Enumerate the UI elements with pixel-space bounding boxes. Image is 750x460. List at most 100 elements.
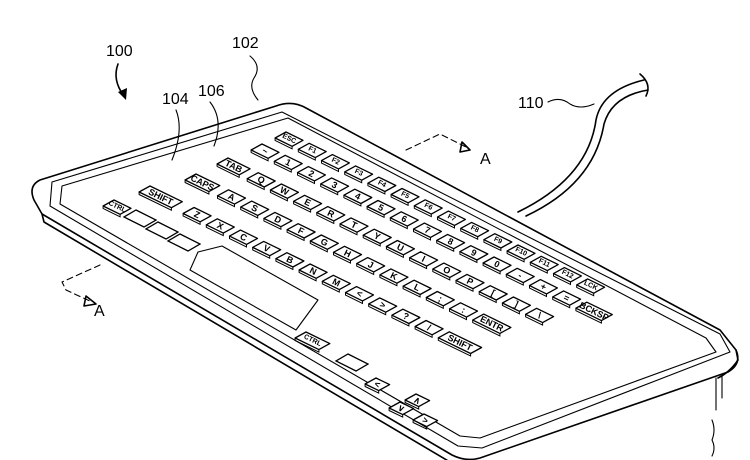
key-sym: ; (425, 290, 455, 310)
ref-110: 110 (518, 95, 544, 112)
ref-106: 106 (198, 83, 225, 100)
key-label: U (395, 242, 405, 254)
key-label: > (378, 299, 387, 310)
key-label: P (465, 276, 475, 288)
key-label: C (238, 231, 249, 243)
key-label: F3 (353, 168, 364, 178)
key-label: F8 (469, 225, 480, 235)
touchpad-area (189, 245, 319, 331)
key-w: W (269, 183, 300, 202)
key-sym: [ (478, 285, 508, 304)
key-label: 5 (377, 202, 386, 213)
section-arrow-upper (405, 133, 469, 151)
key-9: 9 (459, 245, 489, 264)
key-label: CAPS (189, 173, 216, 193)
key-label: Z (192, 209, 202, 221)
key-label: X (215, 220, 225, 232)
key-sym: ] (501, 296, 532, 315)
blank-key (334, 353, 370, 372)
key-label: 9 (469, 247, 478, 258)
keyboard-keys: ESCF1F2F3F4F5F6F7F8F9F10F11F12LCK~123456… (102, 131, 613, 430)
key-label: \ (536, 310, 543, 320)
key-4: 4 (343, 188, 373, 207)
key-bcksp: BCKSP (575, 300, 613, 324)
key-label: Q (256, 174, 267, 186)
key-label: B (285, 254, 296, 266)
key-f11: F11 (529, 255, 559, 274)
key-x: X (205, 218, 235, 237)
key-v: V (252, 240, 282, 260)
key-tab: TAB (216, 157, 251, 179)
key-sym: < (364, 377, 391, 394)
key-surface-outline (59, 117, 717, 439)
key-label: 2 (307, 168, 316, 179)
blank-key (166, 233, 202, 252)
key-label: L (412, 282, 422, 294)
key-label: ; (437, 294, 444, 304)
key-label: < (373, 379, 382, 390)
key-label: Y (372, 230, 382, 242)
key-label: F7 (446, 213, 457, 223)
ref-102-leader (249, 55, 259, 101)
key-label: ENTR (479, 314, 506, 334)
key-ctrl: CTRL (102, 199, 132, 218)
key-s: S (240, 200, 270, 219)
key-f6: F6 (413, 199, 443, 218)
key-f4: F4 (367, 176, 397, 195)
key-label: D (273, 214, 284, 226)
key-label: < (355, 288, 364, 299)
key-label: N (308, 265, 318, 277)
ref-106-leader (209, 101, 219, 147)
key-label: F11 (537, 258, 551, 269)
key-b: B (275, 252, 305, 271)
housing-inner-rim (49, 111, 731, 449)
key-l: L (402, 279, 432, 298)
key-label: V (262, 243, 272, 255)
key-sym: > (368, 297, 398, 316)
ref-110-leader (547, 98, 595, 108)
key-f7: F7 (436, 210, 467, 229)
key-label: G (319, 236, 330, 248)
key-label: A (226, 191, 237, 203)
key-esc: ESC (274, 131, 304, 150)
key-label: 7 (423, 225, 432, 236)
key-r: R (316, 205, 346, 225)
key-label: F12 (560, 269, 574, 281)
key-label: I (420, 254, 427, 264)
key-label: SHIFT (147, 187, 175, 208)
key-label: SHIFT (446, 332, 474, 353)
housing-outline (31, 102, 739, 460)
key-5: 5 (366, 199, 396, 219)
key-t: T (339, 217, 369, 236)
ref-104: 104 (162, 91, 189, 108)
key-sym: \ (524, 307, 555, 326)
key-label: [ (490, 288, 497, 298)
key-3: 3 (320, 177, 350, 196)
key-h: H (332, 245, 363, 264)
key-label: 8 (446, 236, 455, 247)
key-sym: - (505, 267, 535, 286)
key-label: F1 (307, 145, 318, 155)
key-sym: > (412, 413, 439, 430)
section-arrow-lower (61, 264, 101, 303)
key-f5: F5 (390, 187, 420, 207)
cable-110 (517, 79, 645, 213)
key-label: > (421, 415, 430, 426)
section-label-lower: A (94, 303, 105, 320)
key-f: F (286, 223, 316, 242)
key-sym: = (552, 290, 582, 309)
key-label: ? (401, 311, 410, 322)
key-sym: ∨ (388, 401, 415, 418)
key-label: F6 (423, 202, 434, 212)
key-label: J (366, 259, 375, 270)
key-label: 0 (493, 259, 502, 270)
section-label-upper: A (480, 151, 491, 168)
key-sym: ? (391, 308, 421, 327)
key-d: D (263, 211, 293, 231)
key-sym: / (414, 319, 444, 339)
key-q: Q (246, 172, 276, 191)
key-f9: F9 (483, 233, 513, 252)
ref-100-arrowhead (118, 88, 127, 100)
key-ctrl: CTRL (294, 331, 331, 353)
